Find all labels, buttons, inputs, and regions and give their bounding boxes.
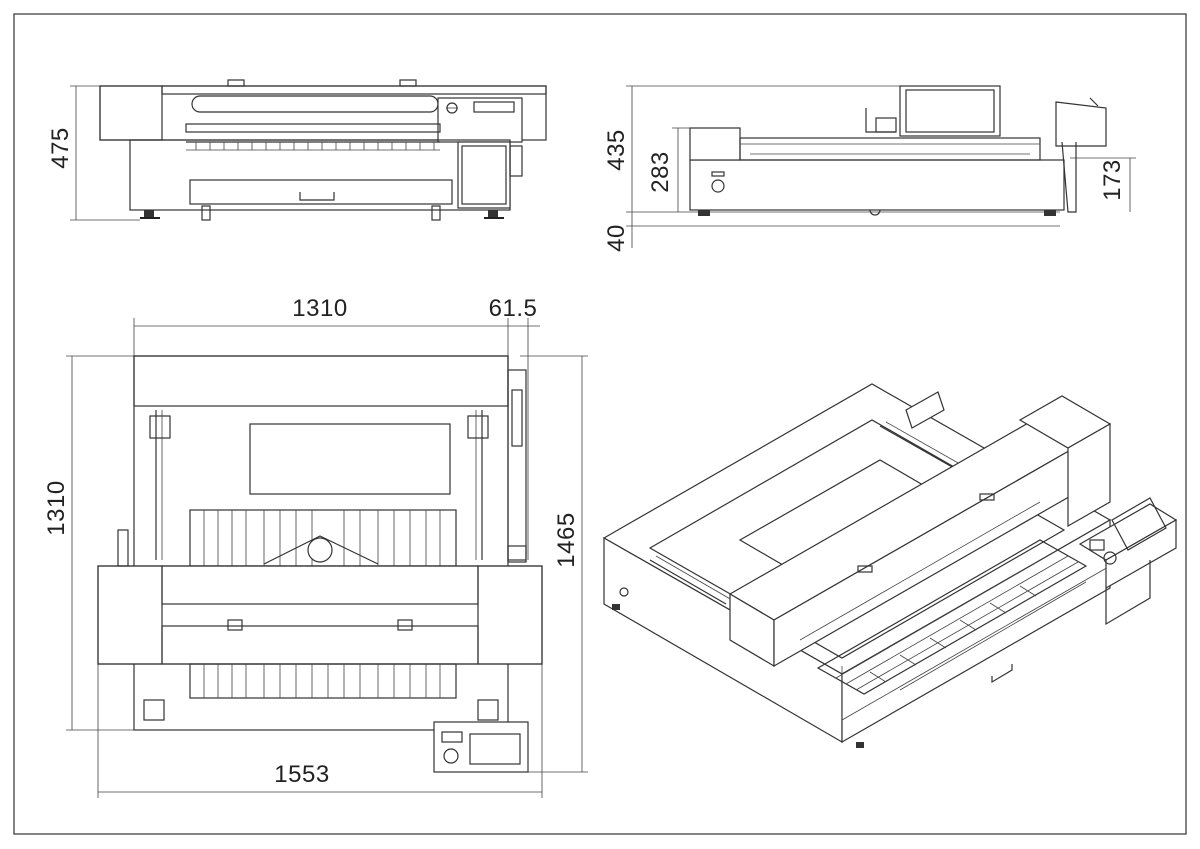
front-view: 475 (47, 79, 547, 221)
side-total-height-dim: 435 (603, 129, 630, 171)
top-offset-dim: 61.5 (489, 295, 538, 322)
top-overall-width-dim: 1553 (274, 761, 329, 788)
front-height-dim: 475 (47, 127, 74, 169)
side-table-height-dim: 283 (647, 151, 674, 193)
top-overall-depth-dim: 1465 (553, 512, 580, 567)
side-panel-height-dim: 173 (1099, 159, 1126, 201)
top-width-dim: 1310 (292, 295, 347, 322)
sheet-border (13, 13, 1187, 835)
top-view: 1310 61.5 1310 1465 1553 (43, 295, 588, 798)
side-view: 435 283 40 173 (603, 85, 1136, 252)
isometric-view (602, 383, 1178, 748)
top-depth-dim: 1310 (43, 480, 70, 535)
side-caster-dim: 40 (603, 224, 630, 252)
